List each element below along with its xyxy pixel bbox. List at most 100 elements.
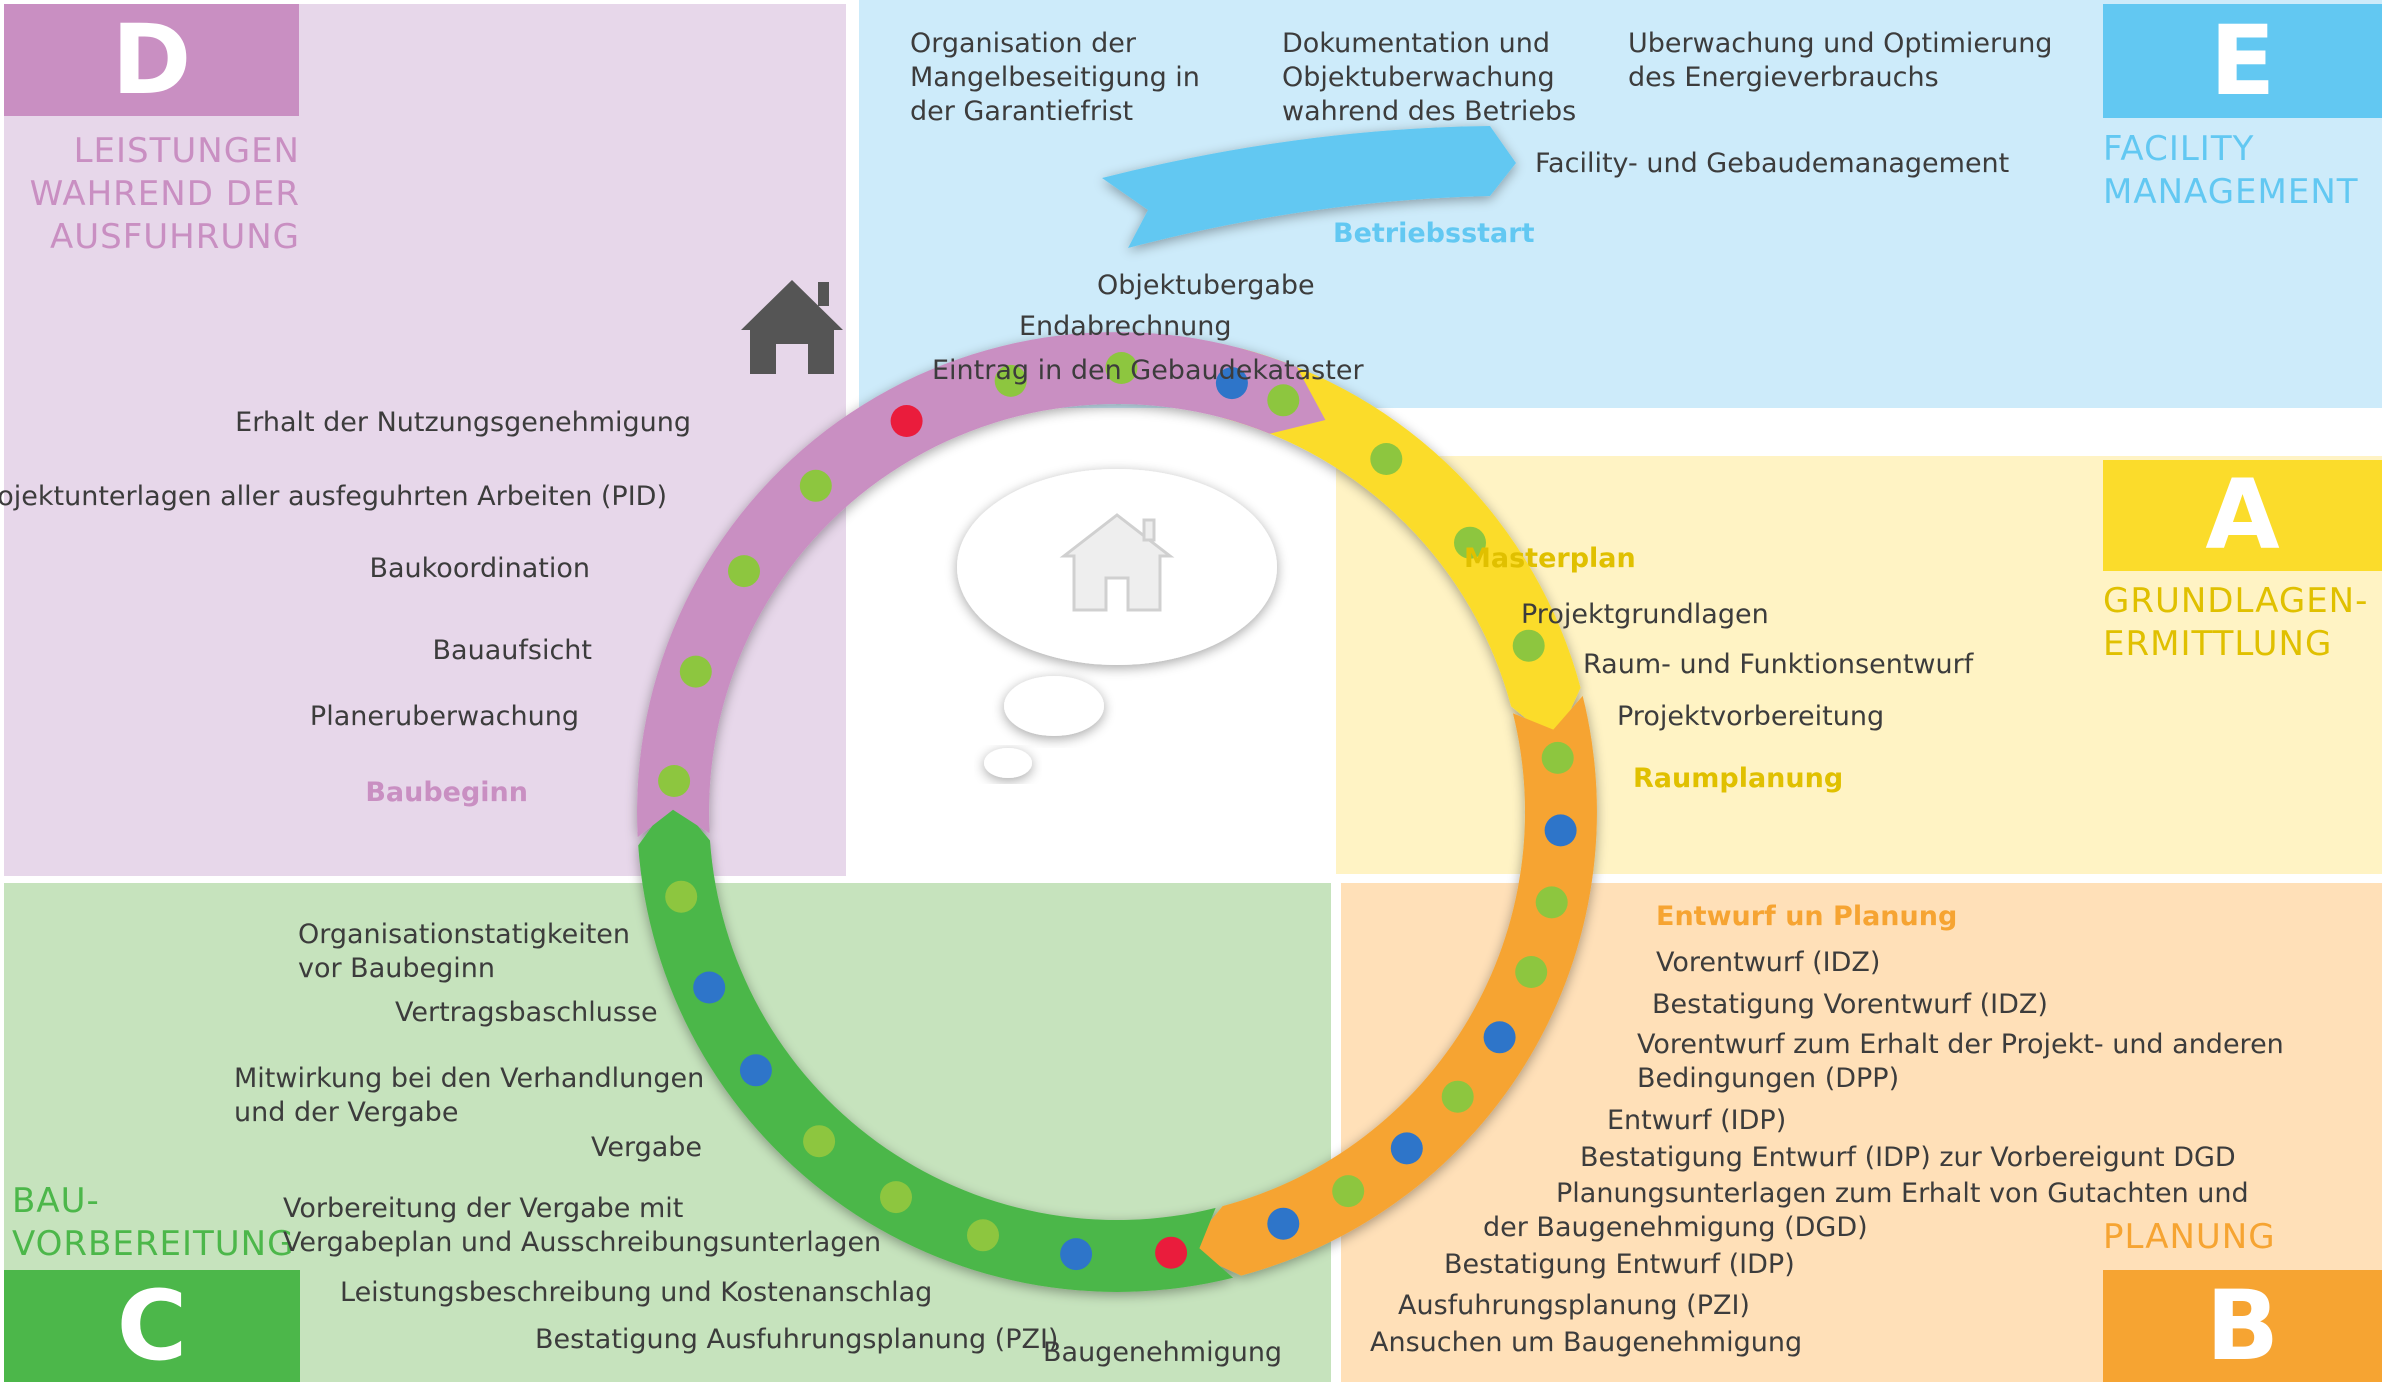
label-bestatigung-entwurf-dgd: Bestatigung Entwurf (IDP) zur Vorbereigu… bbox=[1580, 1142, 2236, 1173]
milestone-dot bbox=[739, 1054, 772, 1087]
phase-e-badge: E bbox=[2103, 4, 2382, 118]
label-bauaufsicht: Bauaufsicht bbox=[432, 635, 592, 666]
milestone-dot bbox=[728, 555, 760, 588]
milestone-dot bbox=[658, 765, 691, 797]
label-line: der Garantiefrist bbox=[910, 96, 1134, 127]
label-entwurf-idp: Entwurf (IDP) bbox=[1607, 1105, 1787, 1136]
label-line: vor Baubeginn bbox=[298, 953, 495, 984]
label-dokumentation: Dokumentation und Objektuberwachung wahr… bbox=[1282, 27, 1576, 129]
phase-e-title: FACILITY MANAGEMENT bbox=[2103, 128, 2359, 214]
milestone-dot bbox=[1105, 352, 1138, 384]
label-line: Mangelbeseitigung in bbox=[910, 62, 1200, 93]
label-line: Vorbereitung der Vergabe mit bbox=[283, 1193, 684, 1224]
label-vorentwurf: Vorentwurf (IDZ) bbox=[1656, 947, 1881, 978]
phase-d-title-line: AUSFUHRUNG bbox=[49, 217, 300, 257]
label-mitwirkung: Mitwirkung bei den Verhandlungen und der… bbox=[234, 1062, 704, 1130]
label-baukoordination: Baukoordination bbox=[369, 553, 590, 584]
milestone-dot bbox=[1441, 1080, 1474, 1113]
phase-c-title-line: BAU- bbox=[12, 1181, 100, 1221]
milestone-dot bbox=[1390, 1132, 1423, 1165]
milestone-dot bbox=[880, 1181, 912, 1214]
label-betriebsstart: Betriebsstart bbox=[1333, 218, 1535, 249]
phase-b-title: PLANUNG bbox=[2103, 1216, 2276, 1259]
phase-a-title-line: ERMITTLUNG bbox=[2103, 624, 2333, 664]
label-line: Uberwachung und Optimierung bbox=[1628, 28, 2053, 59]
milestone-dot bbox=[1483, 1021, 1516, 1054]
label-vertragsbaschlusse: Vertragsbaschlusse bbox=[395, 997, 658, 1028]
label-projektunterlagen-pid: Projektunterlagen aller ausfeguhrten Arb… bbox=[0, 481, 667, 512]
label-facility-management: Facility- und Gebaudemanagement bbox=[1535, 148, 2010, 179]
label-nutzungsgenehmigung: Erhalt der Nutzungsgenehmigung bbox=[235, 407, 691, 438]
label-line: Vorentwurf zum Erhalt der Projekt- und a… bbox=[1637, 1029, 2284, 1060]
label-projektgrundlagen: Projektgrundlagen bbox=[1521, 599, 1769, 630]
milestone-dot bbox=[665, 880, 698, 913]
phase-e-title-line: FACILITY bbox=[2103, 129, 2255, 169]
label-line: des Energieverbrauchs bbox=[1628, 62, 1939, 93]
label-entwurf-planung: Entwurf un Planung bbox=[1656, 901, 1958, 932]
ring-segment-a bbox=[1222, 348, 1581, 743]
label-line: Vergabeplan und Ausschreibungsunterlagen bbox=[283, 1227, 882, 1258]
label-energieverbrauch: Uberwachung und Optimierung des Energiev… bbox=[1628, 27, 2052, 95]
house-icon bbox=[741, 280, 843, 374]
phase-b-badge: B bbox=[2103, 1270, 2382, 1382]
label-baugenehmigung: Baugenehmigung bbox=[1043, 1337, 1283, 1368]
milestone-dot bbox=[1541, 741, 1574, 774]
label-line: Dokumentation und bbox=[1282, 28, 1551, 59]
milestone-dot bbox=[994, 364, 1027, 397]
ring-segment-e bbox=[1102, 126, 1516, 248]
phase-c-badge: C bbox=[4, 1270, 300, 1382]
house-thought-bubble-icon bbox=[957, 469, 1277, 778]
label-funktionsentwurf: Raum- und Funktionsentwurf bbox=[1583, 649, 1974, 680]
label-vorbereitung-vergabe: Vorbereitung der Vergabe mit Vergabeplan… bbox=[283, 1192, 881, 1260]
label-leistungsbeschreibung: Leistungsbeschreibung und Kostenanschlag bbox=[340, 1277, 933, 1308]
label-line: Objektuberwachung bbox=[1282, 62, 1555, 93]
milestone-dot bbox=[890, 405, 923, 437]
phase-a-title: GRUNDLAGEN- ERMITTLUNG bbox=[2103, 580, 2368, 666]
milestone-dot bbox=[693, 971, 726, 1004]
label-line: der Baugenehmigung (DGD) bbox=[1483, 1212, 1868, 1243]
label-vorentwurf-dpp: Vorentwurf zum Erhalt der Projekt- und a… bbox=[1637, 1028, 2284, 1096]
milestone-dot bbox=[1454, 526, 1486, 559]
milestone-dot bbox=[1155, 1236, 1188, 1269]
milestone-dot bbox=[1267, 1207, 1300, 1240]
label-baubeginn: Baubeginn bbox=[365, 777, 528, 808]
label-organisation: Organisationstatigkeiten vor Baubeginn bbox=[298, 918, 630, 986]
phase-c-title-line: VORBEREITUNG bbox=[12, 1224, 295, 1264]
label-line: und der Vergabe bbox=[234, 1097, 459, 1128]
label-line: wahrend des Betriebs bbox=[1282, 96, 1577, 127]
label-endabrechnung: Endabrechnung bbox=[1019, 311, 1232, 342]
phase-e-title-line: MANAGEMENT bbox=[2103, 172, 2359, 212]
milestone-dot bbox=[799, 469, 832, 502]
phase-d-badge: D bbox=[4, 4, 299, 116]
milestone-dot bbox=[1267, 384, 1300, 417]
milestone-dot bbox=[1512, 629, 1545, 662]
label-bestatigung-ausfuhrungsplanung: Bestatigung Ausfuhrungsplanung (PZI) bbox=[535, 1324, 1059, 1355]
label-masterplan: Masterplan bbox=[1464, 543, 1636, 574]
label-vergabe: Vergabe bbox=[591, 1132, 703, 1163]
ring-segment-d bbox=[637, 332, 1326, 838]
label-ansuchen-baugenehmigung: Ansuchen um Baugenehmigung bbox=[1370, 1327, 1803, 1358]
label-ausfuhrungsplanung: Ausfuhrungsplanung (PZI) bbox=[1398, 1290, 1750, 1321]
label-line: Organisation der bbox=[910, 28, 1136, 59]
milestone-dot bbox=[1370, 443, 1403, 475]
label-objektubergabe: Objektubergabe bbox=[1097, 270, 1315, 301]
milestone-dot bbox=[1060, 1238, 1093, 1271]
milestone-dot bbox=[967, 1219, 999, 1252]
milestone-dot bbox=[679, 655, 712, 688]
milestone-dot bbox=[1544, 814, 1577, 847]
label-raumplanung: Raumplanung bbox=[1633, 763, 1844, 794]
label-projektvorbereitung: Projektvorbereitung bbox=[1617, 701, 1885, 732]
milestone-dot bbox=[1515, 956, 1548, 988]
phase-c-title: BAU- VORBEREITUNG bbox=[12, 1180, 294, 1266]
phase-d-title: LEISTUNGEN WAHREND DER AUSFUHRUNG bbox=[30, 130, 300, 259]
label-mangelbeseitigung: Organisation der Mangelbeseitigung in de… bbox=[910, 27, 1200, 129]
phase-d-title-line: WAHREND DER bbox=[29, 174, 300, 214]
phase-b-title-line: PLANUNG bbox=[2103, 1217, 2276, 1257]
phase-d-title-line: LEISTUNGEN bbox=[73, 131, 300, 171]
phase-a-badge: A bbox=[2103, 460, 2382, 571]
label-gebaudekataster: Eintrag in den Gebaudekataster bbox=[932, 355, 1364, 386]
milestone-dot bbox=[1535, 886, 1568, 919]
label-line: Planungsunterlagen zum Erhalt von Gutach… bbox=[1556, 1178, 2249, 1209]
